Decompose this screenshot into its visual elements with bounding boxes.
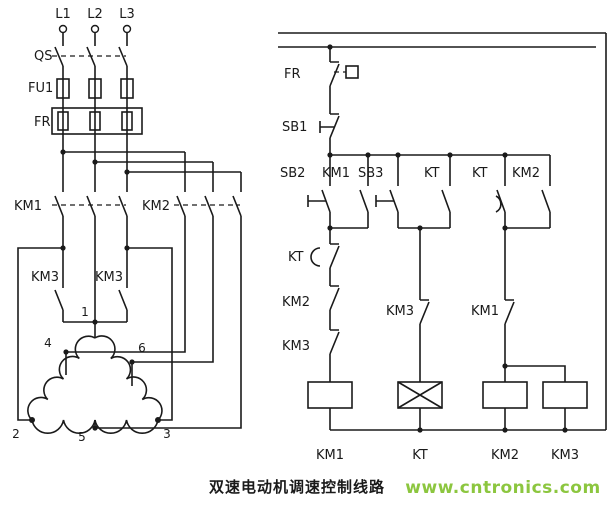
sb3-label: SB3 bbox=[358, 166, 383, 181]
terminal-5-label: 5 bbox=[78, 430, 86, 444]
fr-contact-label: FR bbox=[284, 67, 301, 82]
km2-aux-label: KM2 bbox=[512, 166, 540, 181]
kt-nc-label: KT bbox=[288, 250, 304, 265]
diagram-caption: 双速电动机调速控制线路 bbox=[209, 478, 385, 496]
kt-coil-icon bbox=[397, 381, 443, 433]
sb3-button-icon bbox=[375, 155, 399, 228]
terminal-6-label: 6 bbox=[138, 341, 146, 355]
coil-label-km3: KM3 bbox=[551, 448, 579, 463]
km2-nc-label: KM2 bbox=[282, 295, 310, 310]
km2-nc-contact-icon bbox=[329, 268, 340, 311]
terminal-3-label: 3 bbox=[163, 427, 171, 441]
supply-terminal-icon bbox=[90, 24, 100, 34]
km2-label: KM2 bbox=[142, 199, 170, 214]
watermark-text: www.cntronics.com bbox=[405, 478, 600, 498]
terminal-2-label: 2 bbox=[12, 427, 20, 441]
km3-mid-contact-icon bbox=[419, 228, 430, 382]
km3-left-label: KM3 bbox=[31, 270, 59, 285]
km2-coil-icon bbox=[482, 363, 566, 433]
thermal-relay-label: FR bbox=[34, 115, 51, 130]
thermal-relay-icon bbox=[51, 107, 143, 135]
supply-terminal-icon bbox=[58, 24, 68, 34]
km1-nc-label: KM1 bbox=[471, 304, 499, 319]
sb1-button-icon bbox=[319, 113, 340, 155]
km1-coil-icon bbox=[307, 381, 353, 430]
km3-nc-label: KM3 bbox=[282, 339, 310, 354]
km1-main-contacts-icon bbox=[52, 195, 128, 217]
terminal-1-label: 1 bbox=[81, 305, 89, 319]
mid-tap-wires bbox=[63, 216, 242, 431]
motor-winding-icon bbox=[27, 335, 163, 434]
phase-label-l3: L3 bbox=[119, 7, 135, 22]
km2-main-contacts-icon bbox=[174, 195, 242, 217]
km1-aux-label: KM1 bbox=[322, 166, 350, 181]
control-rails bbox=[278, 32, 607, 431]
terminal-4-label: 4 bbox=[44, 336, 52, 350]
km3-coil-icon bbox=[542, 381, 588, 433]
phase-label-l1: L1 bbox=[55, 7, 71, 22]
km3-right-label: KM3 bbox=[95, 270, 123, 285]
qs-label: QS bbox=[34, 49, 52, 64]
branch-rail bbox=[327, 152, 550, 158]
fuse-icon bbox=[56, 78, 134, 99]
control-circuit: FR SB1 SB2 KM1 bbox=[278, 32, 607, 463]
kt-aux-label: KT bbox=[424, 166, 440, 181]
fr-contact-icon bbox=[329, 47, 359, 114]
kt-nc-contact-icon bbox=[310, 228, 340, 269]
km1-nc-contact-icon bbox=[504, 228, 515, 382]
km3-contacts-icon bbox=[54, 289, 128, 325]
km3-nc-contact-icon bbox=[329, 310, 340, 382]
sb2-label: SB2 bbox=[280, 166, 305, 181]
fuse-label: FU1 bbox=[28, 81, 53, 96]
coil-label-km1: KM1 bbox=[316, 448, 344, 463]
sb2-button-icon bbox=[307, 155, 331, 228]
km1-label: KM1 bbox=[14, 199, 42, 214]
supply-terminal-icon bbox=[122, 24, 132, 34]
km3-mid-label: KM3 bbox=[386, 304, 414, 319]
motor-feed-wires bbox=[17, 216, 173, 421]
coil-label-kt: KT bbox=[412, 448, 428, 463]
coil-label-km2: KM2 bbox=[491, 448, 519, 463]
km2-feed-wires bbox=[60, 149, 242, 192]
power-circuit: L1 L2 L3 QS FU1 FR bbox=[12, 7, 242, 444]
phase-label-l2: L2 bbox=[87, 7, 103, 22]
kt-delay-contact-icon bbox=[495, 155, 506, 228]
sb1-label: SB1 bbox=[282, 120, 307, 135]
qs-switch-icon bbox=[52, 46, 128, 67]
kt-delay-label: KT bbox=[472, 166, 488, 181]
